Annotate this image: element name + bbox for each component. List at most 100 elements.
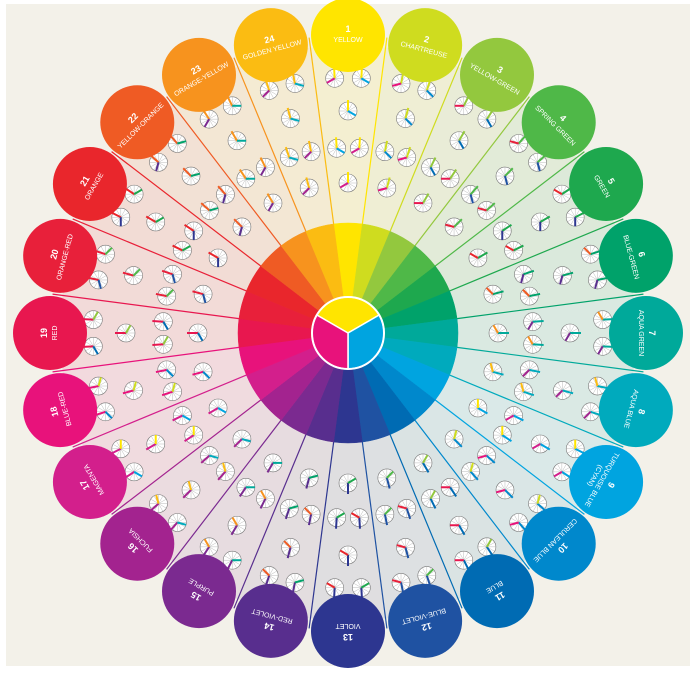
mini-dial (216, 185, 235, 204)
mini-dial (483, 284, 504, 304)
hue-number: 9 (606, 480, 617, 489)
mini-dial (200, 201, 219, 220)
mini-dial (181, 480, 201, 500)
mini-dial (279, 146, 299, 167)
mini-dial (523, 334, 544, 354)
mini-dial (375, 504, 395, 526)
mini-dial (514, 382, 535, 402)
mini-dial (152, 334, 173, 354)
mini-dial (122, 381, 143, 400)
mini-dial (236, 477, 256, 497)
mini-dial (483, 362, 504, 382)
mini-dial (281, 538, 300, 559)
spoke-line (166, 96, 282, 247)
hue-number: 4 (558, 113, 569, 124)
spoke-line (389, 434, 463, 609)
mini-dial (495, 480, 515, 500)
mini-dial (232, 429, 252, 449)
spoke-line (361, 37, 388, 225)
mini-dial (149, 494, 168, 513)
mini-dial (192, 284, 213, 304)
hue-name: YELLOW (333, 37, 363, 44)
mini-dial (375, 140, 395, 162)
hue-number: 2 (423, 34, 430, 45)
mini-dial (338, 100, 358, 121)
mini-dial (327, 508, 347, 529)
mini-dial (155, 360, 177, 380)
mini-dial (184, 425, 204, 445)
mini-dial (461, 462, 480, 481)
spoke-line (233, 57, 307, 232)
mini-dial (377, 468, 397, 489)
mini-dial (421, 489, 440, 509)
mini-dial (256, 157, 275, 177)
mini-dial (208, 398, 228, 418)
hue-number: 5 (606, 176, 617, 185)
hue-number: 6 (636, 251, 647, 258)
mini-dial (413, 193, 433, 213)
mini-dial (477, 201, 496, 220)
mini-dial (110, 439, 131, 459)
mini-dial (468, 398, 488, 418)
mini-dial (263, 453, 283, 473)
mini-dial (172, 241, 192, 260)
spoke-line (449, 374, 624, 448)
mini-dial (454, 95, 474, 116)
mini-dial (149, 153, 168, 172)
mini-dial (477, 537, 497, 557)
hue-number: 8 (636, 408, 647, 415)
mini-dial (530, 434, 551, 454)
mini-dial (444, 217, 464, 237)
mini-dial (509, 134, 528, 153)
mini-dial (440, 169, 460, 189)
mini-dial (397, 146, 417, 167)
mini-dial (440, 477, 460, 497)
mini-dial (122, 266, 143, 285)
mini-dial (301, 504, 321, 526)
hue-number: 11 (493, 590, 506, 603)
mini-dial (581, 402, 602, 422)
mini-dial (227, 515, 247, 536)
spoke-line (414, 419, 530, 570)
mini-dial (553, 266, 574, 285)
hue-name: AQUA GREEN (637, 310, 644, 356)
mini-dial (565, 207, 586, 227)
hue-number: 21 (78, 174, 92, 188)
mini-dial (352, 67, 371, 88)
mini-dial (216, 462, 235, 481)
mini-dial (495, 166, 515, 186)
mini-dial (338, 545, 358, 566)
mini-dial (124, 462, 144, 482)
mini-dial (449, 130, 469, 151)
hue-name: RED (52, 326, 59, 341)
mini-dial (161, 382, 182, 402)
mini-dial (145, 434, 166, 454)
spoke-line (308, 37, 335, 225)
mini-dial (397, 499, 417, 520)
mini-dial (492, 221, 512, 241)
hue-number: 1 (345, 24, 350, 34)
mini-dial (519, 286, 541, 306)
mini-dial (514, 264, 535, 284)
mini-dial (560, 323, 581, 343)
mini-dial (184, 221, 204, 241)
mini-dial (488, 323, 509, 343)
mini-dial (327, 137, 347, 158)
mini-dial (256, 489, 275, 509)
mini-dial (259, 79, 279, 100)
tint-wedge (60, 295, 239, 371)
spoke-line (111, 151, 262, 267)
mini-dial (396, 107, 415, 128)
mini-dial (299, 468, 319, 489)
mini-dial (552, 184, 572, 204)
